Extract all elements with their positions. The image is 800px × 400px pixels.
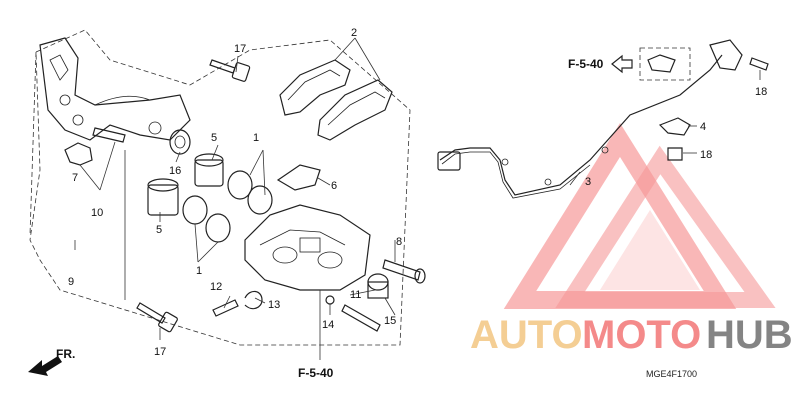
caliper-body xyxy=(244,204,371,291)
callout-14: 14 xyxy=(322,319,334,331)
reference-bottom: F-5-40 xyxy=(298,366,334,380)
svg-text:HUB: HUB xyxy=(706,313,793,357)
front-arrow-icon xyxy=(28,356,62,376)
pin-boot xyxy=(367,273,389,299)
callout-2: 2 xyxy=(351,27,357,39)
callout-18-mid: 18 xyxy=(700,149,712,161)
diagram-code: MGE4F1700 xyxy=(646,369,697,379)
pad-spring xyxy=(276,164,321,191)
pad-pin xyxy=(341,304,381,332)
reference-top: F-5-40 xyxy=(568,57,604,71)
watermark-text: AUTO MOTO HUB xyxy=(470,313,793,357)
front-label: FR. xyxy=(56,347,75,361)
callout-11: 11 xyxy=(350,289,361,301)
bracket-pin xyxy=(92,127,126,143)
callout-6: 6 xyxy=(331,180,337,192)
bolt-bottom xyxy=(136,302,178,333)
callout-12: 12 xyxy=(210,281,222,293)
bolt-18-top xyxy=(749,57,769,71)
callout-1-bottom: 1 xyxy=(196,265,202,277)
callout-10: 10 xyxy=(91,207,103,219)
callout-9: 9 xyxy=(68,276,74,288)
sensor-harness xyxy=(437,39,743,199)
callout-1-top: 1 xyxy=(253,132,259,144)
callout-17-bottom: 17 xyxy=(154,346,166,358)
callout-5-bottom: 5 xyxy=(156,224,162,236)
bleeder-valve xyxy=(212,290,263,317)
washer xyxy=(325,295,335,305)
bolt-18-mid xyxy=(667,147,683,161)
callout-17-top: 17 xyxy=(234,43,246,55)
sensor-clamp xyxy=(658,117,691,136)
callout-8: 8 xyxy=(396,236,402,248)
callout-13: 13 xyxy=(268,299,280,311)
callout-3: 3 xyxy=(585,176,591,188)
svg-text:MOTO: MOTO xyxy=(582,313,701,357)
dust-boot xyxy=(169,129,191,155)
callout-15: 15 xyxy=(384,315,396,327)
retainer-clip xyxy=(64,142,93,166)
callout-5-top: 5 xyxy=(211,132,217,144)
assembly-frame xyxy=(29,29,411,346)
reference-box-top xyxy=(611,47,691,81)
callout-4: 4 xyxy=(700,121,706,133)
svg-text:AUTO: AUTO xyxy=(470,313,583,357)
bolt-top xyxy=(209,59,251,82)
callout-18-top: 18 xyxy=(755,86,767,98)
brake-pads xyxy=(279,59,393,141)
caliper-bracket xyxy=(39,37,191,141)
watermark-logo-icon xyxy=(503,123,776,309)
leader-lines xyxy=(74,37,761,360)
callout-16: 16 xyxy=(169,165,181,177)
pistons-seals xyxy=(147,153,273,243)
callout-7: 7 xyxy=(72,172,78,184)
slide-pin xyxy=(382,259,426,284)
